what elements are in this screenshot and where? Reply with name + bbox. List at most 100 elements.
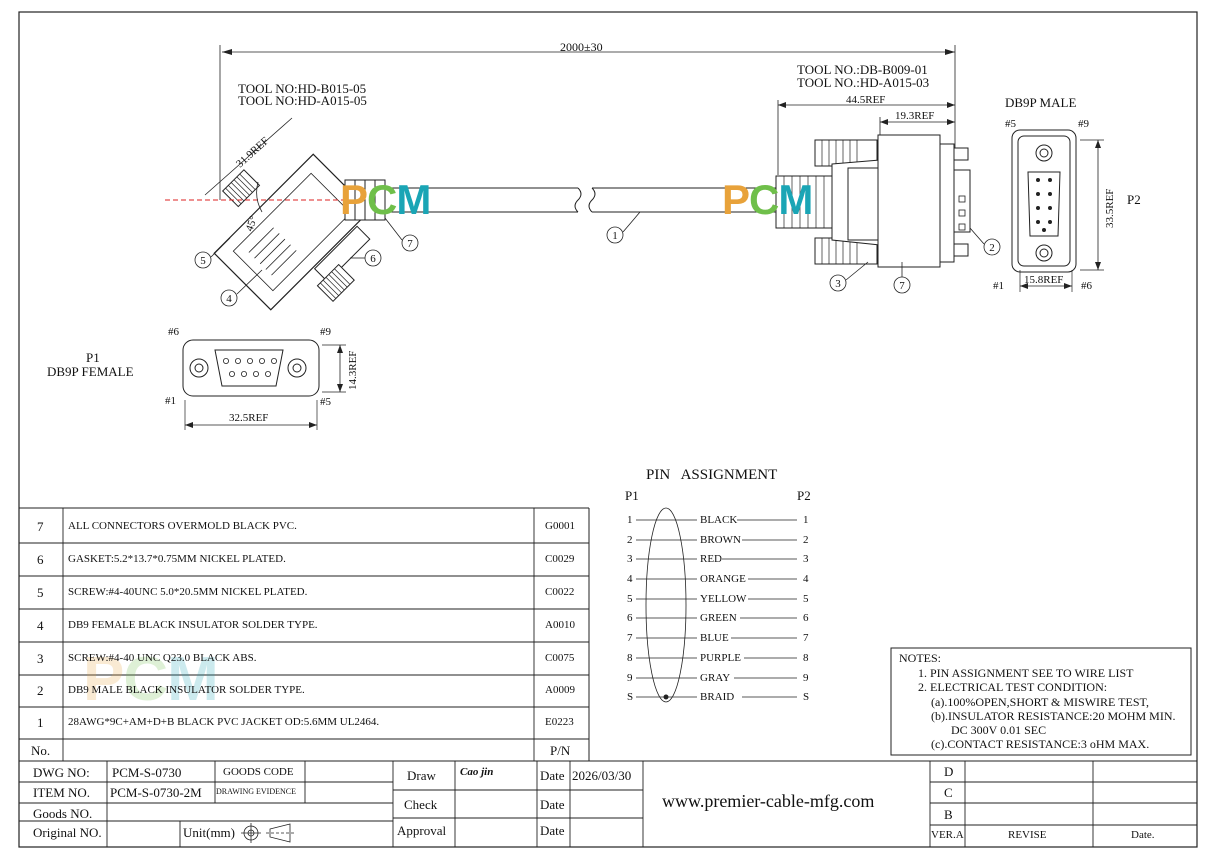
p1-label: P1: [86, 350, 100, 365]
pin-wire-color: PURPLE: [700, 652, 741, 664]
overall-length-dim: 2000±30: [560, 40, 603, 54]
approval-label: Approval: [397, 823, 447, 838]
p1-connector-drawing: [213, 153, 371, 311]
pin-p2: 7: [803, 632, 809, 644]
goods-code-label: GOODS CODE: [223, 766, 294, 778]
rev-footer-date: Date.: [1131, 829, 1155, 841]
p1-face-height-dim: 14.3REF: [347, 351, 359, 390]
p1-face-width-dim: 32.5REF: [229, 412, 269, 424]
note-line-1: 1. PIN ASSIGNMENT SEE TO WIRE LIST: [918, 666, 1134, 680]
original-no-label: Original NO.: [33, 825, 102, 840]
p2-face-height-dim: 33.5REF: [1104, 189, 1116, 228]
pin-p2: S: [803, 691, 810, 703]
dwg-no-label: DWG NO:: [33, 765, 90, 780]
bom-item-no: 6: [37, 552, 44, 567]
bom-item-no: 2: [37, 683, 44, 698]
pin-wire-color: ORANGE: [700, 573, 746, 585]
bom-item-no: 7: [37, 519, 44, 534]
logo-letter-p: P: [340, 176, 368, 223]
bom-item-pn: A0009: [545, 684, 575, 696]
pin-left-header: P1: [625, 488, 639, 503]
pin-wire-color: GREEN: [700, 612, 737, 624]
pin-wire-color: RED: [700, 553, 722, 565]
notes-title: NOTES:: [899, 651, 941, 665]
p2-connector-drawing: [775, 134, 971, 268]
note-line-2: 2. ELECTRICAL TEST CONDITION:: [918, 680, 1108, 694]
outer-frame: [18, 11, 1198, 848]
balloon-7b: 7: [899, 280, 905, 292]
note-line-5: DC 300V 0.01 SEC: [951, 723, 1047, 737]
pin-p2: 5: [803, 593, 809, 605]
bom-item-no: 5: [37, 585, 44, 600]
pin-assignment-lines: [636, 507, 797, 703]
bom-item-desc: SCREW:#4-40 UNC Q23.0 BLACK ABS.: [68, 652, 257, 664]
bom-header-pn: P/N: [550, 743, 571, 758]
logo-letter-m: M: [396, 176, 431, 223]
balloon-4: 4: [226, 293, 232, 305]
logo-letter-c: C: [367, 176, 397, 223]
balloon-1: 1: [612, 230, 618, 242]
p1-pin-tr: #9: [320, 326, 331, 338]
p1-pin-bl: #1: [165, 395, 176, 407]
draw-label: Draw: [407, 768, 436, 783]
bom-item-pn: C0022: [545, 586, 575, 598]
p2-pin-tr: #9: [1078, 118, 1089, 130]
p1-ref-dim: 31.9REF: [234, 135, 271, 170]
pin-p2: 9: [803, 672, 809, 684]
pin-assignment-title: PIN ASSIGNMENT: [646, 467, 778, 483]
p1-tool-line1: TOOL NO:HD-B015-05: [238, 81, 367, 96]
p1-pin-br: #5: [320, 396, 331, 408]
bom-item-no: 1: [37, 715, 44, 730]
pin-wire-color: YELLOW: [700, 593, 747, 605]
pin-p2: 6: [803, 612, 809, 624]
bom-item-desc: ALL CONNECTORS OVERMOLD BLACK PVC.: [68, 520, 297, 532]
note-line-3: (a).100%OPEN,SHORT & MISWIRE TEST,: [931, 695, 1149, 709]
logo-watermark: PCM: [83, 645, 219, 714]
rev-row-c: C: [944, 785, 953, 800]
dwg-no-value: PCM-S-0730: [112, 765, 182, 780]
p2-tool-line1: TOOL NO.:DB-B009-01: [797, 62, 928, 77]
p2-face-drawing: [1011, 129, 1077, 273]
rev-row-d: D: [944, 764, 954, 779]
pin-p1: 4: [627, 573, 633, 585]
draw-date-label: Date: [540, 768, 565, 783]
p2-tool-line2: TOOL NO.:HD-A015-03: [797, 75, 930, 90]
unit-label: Unit(mm): [183, 825, 235, 840]
item-no-label: ITEM NO.: [33, 785, 91, 800]
pin-right-header: P2: [797, 488, 811, 503]
projection-symbol-icon: [241, 823, 294, 843]
note-line-6: (c).CONTACT RESISTANCE:3 oHM MAX.: [931, 737, 1150, 751]
pin-p1: 1: [627, 514, 633, 526]
pin-wire-color: BRAID: [700, 691, 735, 703]
drawing-evidence-label: DRAWING EVIDENCE: [216, 787, 297, 796]
company-website[interactable]: www.premier-cable-mfg.com: [662, 791, 875, 811]
bom-item-desc: DB9 MALE BLACK INSULATOR SOLDER TYPE.: [68, 684, 305, 696]
logo-p2: PCM: [722, 176, 813, 223]
pin-p2: 2: [803, 534, 809, 546]
goods-no-label: Goods NO.: [33, 806, 93, 821]
bom-item-pn: E0223: [545, 716, 574, 728]
bom-item-desc: SCREW:#4-40UNC 5.0*20.5MM NICKEL PLATED.: [68, 586, 308, 598]
bom-item-pn: A0010: [545, 619, 575, 631]
bom-item-desc: DB9 FEMALE BLACK INSULATOR SOLDER TYPE.: [68, 619, 318, 631]
pin-wire-color: BROWN: [700, 534, 741, 546]
pin-p1: 3: [627, 553, 633, 565]
pin-p2: 3: [803, 553, 809, 565]
p2-label: P2: [1127, 192, 1141, 207]
angle-dim: 45°: [244, 214, 261, 233]
approval-date-label: Date: [540, 823, 565, 838]
p2-pin-bl: #1: [993, 280, 1004, 292]
pin-p1: 7: [627, 632, 633, 644]
p2-body-dim: 44.5REF: [846, 94, 886, 106]
pin-p1: S: [627, 691, 634, 703]
pin-p1: 6: [627, 612, 633, 624]
bom-item-desc: 28AWG*9C+AM+D+B BLACK PVC JACKET OD:5.6M…: [68, 716, 380, 728]
pin-p1: 9: [627, 672, 633, 684]
rev-footer-revise: REVISE: [1008, 829, 1047, 841]
p1-face-drawing: [182, 339, 320, 397]
pin-p1: 2: [627, 534, 633, 546]
notes-box: [890, 647, 1192, 756]
pin-p2: 1: [803, 514, 809, 526]
